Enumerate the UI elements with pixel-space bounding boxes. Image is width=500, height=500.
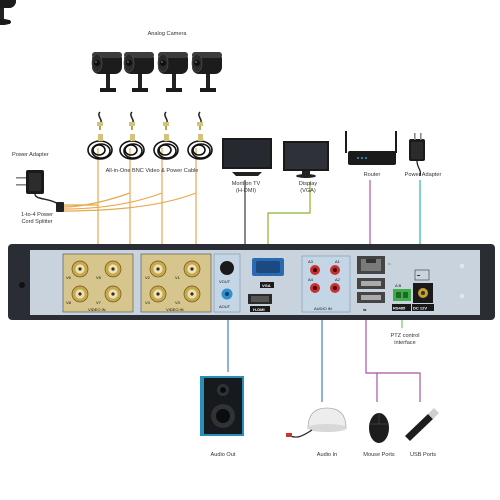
cable-coil-icon [153,134,179,160]
aout-label: AOUT [219,304,231,309]
rs485-terminal [393,289,411,301]
video-in-label-2: VIDEO IN [166,307,184,312]
hdmi-port [248,294,272,304]
usb-symbol-icon: ⇆ [363,307,367,312]
audio-label-a2: A2 [335,277,341,282]
router-icon [345,131,397,165]
splitter-line-2 [61,192,131,208]
dc12v-label: DC 12V [413,306,427,311]
bnc-label-v7: V7 [96,300,102,305]
vga-port [252,258,284,276]
bnc-cable-coils [87,134,213,160]
audio-in-panel-label: AUDIO IN [314,306,332,311]
mouse-line [365,305,378,402]
bnc-label-v2: V2 [145,275,151,280]
cable-coil-icon [119,134,145,160]
bnc-label-v4: V4 [145,300,151,305]
usb-line [377,372,421,402]
rs485-ab-label: A B [395,283,402,288]
ptz-label: PTZ control interface [390,333,420,346]
bnc-label-v1: V1 [175,275,181,280]
hdmi-tv-icon [222,138,272,176]
dvr-rear-panel: V6 V5 V8 V7 VIDEO IN V2 V1 V4 V3 VIDEO I… [8,244,495,320]
camera-icon [191,52,222,92]
video-in-label-1: VIDEO IN [88,307,106,312]
bnc-cable-label: All-in-One BNC Video & Power Cable [105,168,199,174]
camera-icon [123,52,154,92]
speaker-icon [200,376,244,436]
lan-port [357,256,385,274]
bnc-label-v5: V5 [96,275,102,280]
bnc-label-v3: V3 [175,300,181,305]
splitter-line-3 [61,192,163,210]
network-icon: ⌂ [388,261,391,266]
cable-coil-icon [187,134,213,160]
usb-drive-icon [405,408,439,441]
power-splitter-icon [56,202,64,212]
power-adapter-right-icon [409,133,425,177]
cable-coil-icon [87,134,113,160]
analog-camera-label: Analog Camera [147,31,187,37]
dc-power-port [413,283,433,303]
bnc-port-group-1 [71,260,122,303]
rs485-label: RS485 [393,306,406,311]
display-vga-label: Display (VGA) [298,181,318,194]
bnc-label-v8: V8 [66,300,72,305]
vga-line [267,182,311,262]
audio-label-a4: A4 [308,277,314,282]
mouse-icon [369,413,389,443]
camera-icon [91,52,122,92]
vga-label: VGA [262,283,271,288]
vout-label: VOUT [219,279,231,284]
power-symbol-icon: ⎓ [417,273,421,278]
camera-row [91,52,222,92]
audio-label-a3: A3 [308,259,314,264]
microphone-icon [286,407,347,438]
audio-label-a1: A1 [335,259,341,264]
power-adapter-left-icon [16,170,59,205]
vout-port [220,261,234,275]
monitor-tv-label: Morition TV (H-DMI) [231,181,261,194]
bnc-label-v6: V6 [66,275,72,280]
hdmi-label: H-DMI [253,307,265,312]
power-splitter-label: 1-to-4 Power Cord Splitter [20,212,54,225]
camera-2 [0,0,17,26]
camera-pigtails [97,111,203,130]
camera-icon [157,52,188,92]
power-adapter-left-label: Power Adapter [12,152,49,158]
usb-ports-label: USB Ports [409,452,437,458]
mouse-ports-label: Mouse Ports [363,452,395,458]
splitter-line-4 [61,192,197,212]
vga-display-icon [283,141,329,178]
power-adapter-right-label: Power Adapter [404,172,442,178]
usb-ports [357,278,385,303]
audio-in-ports [310,265,340,293]
bnc-port-group-2 [149,260,201,303]
audio-out-label: Audio Out [210,452,236,458]
audio-in-label: Audio In [316,452,338,458]
router-label: Router [363,172,381,178]
